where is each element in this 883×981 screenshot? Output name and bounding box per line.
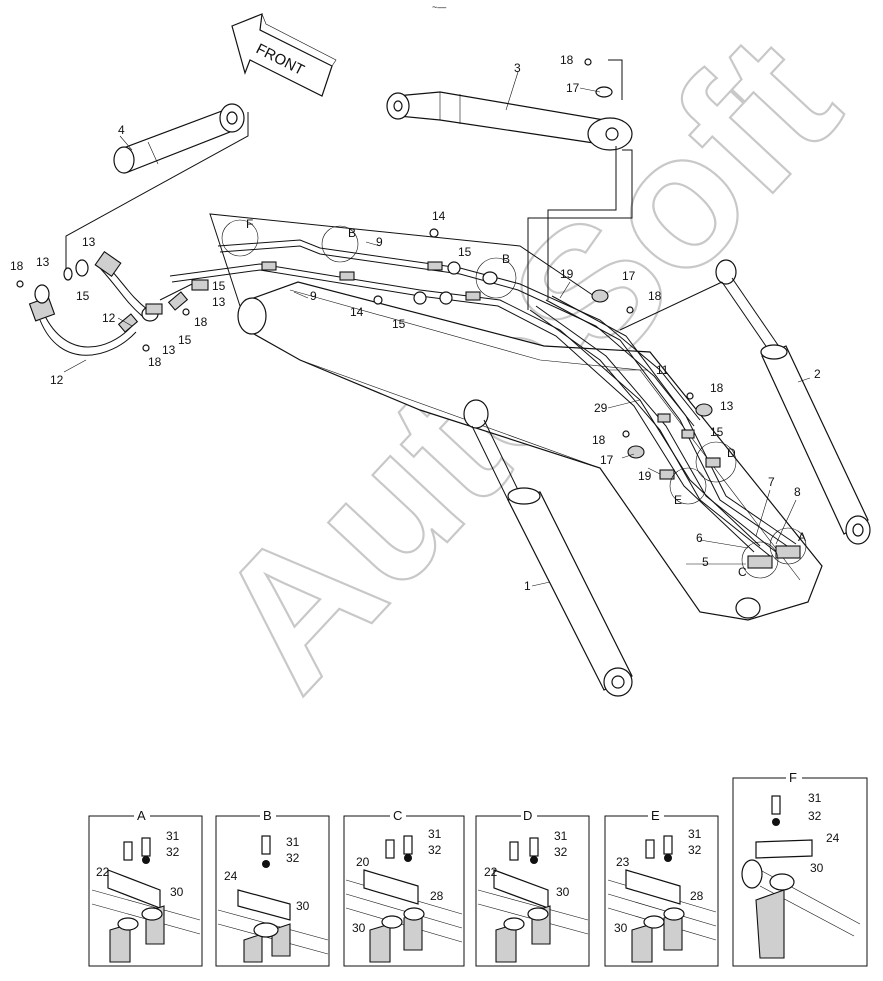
detail-e-label-31: 31: [688, 827, 702, 841]
detail-d-label-32: 32: [554, 845, 568, 859]
detail-a-title: A: [137, 808, 146, 823]
callout-12-a: 12: [102, 311, 116, 325]
callout-18-f: 18: [194, 315, 208, 329]
callout-6: 6: [696, 531, 703, 545]
callout-9-b: 9: [310, 289, 317, 303]
detail-d-title: D: [523, 808, 532, 823]
callout-18-c: 18: [592, 433, 606, 447]
section-markers: F B B D E A C: [221, 217, 807, 579]
callout-13-e: 13: [212, 295, 226, 309]
callout-13-d: 13: [162, 343, 176, 357]
detail-f-title: F: [789, 770, 797, 785]
detail-c-title: C: [393, 808, 402, 823]
clamps-fittings: [16, 58, 801, 569]
callout-3: 3: [514, 61, 521, 75]
detail-c-label-30: 30: [352, 921, 366, 935]
leader-lines: [63, 71, 811, 587]
detail-b-label-30: 30: [296, 899, 310, 913]
callout-18-e: 18: [148, 355, 162, 369]
callout-11: 11: [656, 363, 669, 377]
callout-1: 1: [524, 579, 531, 593]
detail-f: F 31 32 24 30: [732, 770, 868, 967]
callout-15-a: 15: [458, 245, 472, 259]
callout-5: 5: [702, 555, 709, 569]
marker-f: F: [246, 217, 253, 231]
detail-b: B 31 32 24 30: [215, 808, 330, 967]
callout-18-a: 18: [648, 289, 662, 303]
cylinder-3: [386, 59, 633, 310]
detail-c-label-31: 31: [428, 827, 442, 841]
detail-d-label-31: 31: [554, 829, 568, 843]
detail-b-title: B: [263, 808, 272, 823]
detail-c-label-20: 20: [356, 855, 370, 869]
callout-8: 8: [794, 485, 801, 499]
detail-c-label-32: 32: [428, 843, 442, 857]
detail-d-label-30: 30: [556, 885, 570, 899]
callout-4: 4: [118, 123, 125, 137]
callout-18-top: 18: [560, 53, 574, 67]
detail-b-label-24: 24: [224, 869, 238, 883]
callout-15-c: 15: [710, 425, 724, 439]
detail-f-label-30: 30: [810, 861, 824, 875]
detail-f-label-24: 24: [826, 831, 840, 845]
callout-13-a: 13: [720, 399, 734, 413]
callout-17-a: 17: [622, 269, 636, 283]
detail-f-label-31: 31: [808, 791, 822, 805]
hose-assembly-left: [28, 250, 201, 356]
top-mark: ~—: [432, 2, 446, 12]
callout-15-e: 15: [178, 333, 192, 347]
callout-18-b: 18: [710, 381, 724, 395]
callout-12-b: 12: [50, 373, 64, 387]
detail-e-label-23: 23: [616, 855, 630, 869]
callout-2: 2: [814, 367, 821, 381]
detail-c-label-28: 28: [430, 889, 444, 903]
callout-17-b: 17: [600, 453, 614, 467]
detail-a: A 31 32 22 30: [88, 808, 203, 967]
detail-e: E 31 32 23 28 30: [604, 808, 719, 967]
cylinder-4: [65, 103, 249, 270]
detail-e-title: E: [651, 808, 660, 823]
detail-a-label-31: 31: [166, 829, 180, 843]
callout-15-d: 15: [76, 289, 90, 303]
marker-c: C: [738, 565, 747, 579]
detail-d-label-22: 22: [484, 865, 498, 879]
detail-a-label-30: 30: [170, 885, 184, 899]
callout-7: 7: [768, 475, 775, 489]
detail-e-label-32: 32: [688, 843, 702, 857]
marker-b-2: B: [502, 252, 510, 266]
callout-14-b: 14: [350, 305, 364, 319]
detail-views: A 31 32 22 30 B 31: [88, 770, 868, 967]
callout-17-top: 17: [566, 81, 580, 95]
callouts: 4 3 18 17 2 1 14 15 9 9 14 15 19 17 18 1…: [10, 53, 821, 593]
detail-f-label-32: 32: [808, 809, 822, 823]
marker-d: D: [727, 446, 736, 460]
cylinder-2: [619, 259, 871, 545]
detail-d: D 31 32 22 30: [475, 808, 590, 967]
detail-e-label-28: 28: [690, 889, 704, 903]
detail-a-label-22: 22: [96, 865, 110, 879]
callout-13-b: 13: [82, 235, 96, 249]
callout-29: 29: [594, 401, 608, 415]
cylinder-1: [463, 399, 633, 697]
callout-15-b: 15: [392, 317, 406, 331]
detail-b-label-32: 32: [286, 851, 300, 865]
callout-15-f: 15: [212, 279, 226, 293]
marker-a: A: [798, 530, 806, 544]
detail-c: C 31 32 20 28 30: [343, 808, 465, 967]
marker-e: E: [674, 493, 682, 507]
front-arrow: FRONT: [231, 13, 337, 97]
callout-14-top: 14: [432, 209, 446, 223]
boom-body: [209, 213, 823, 621]
marker-b-1: B: [348, 226, 356, 240]
callout-13-c: 13: [36, 255, 50, 269]
detail-a-label-32: 32: [166, 845, 180, 859]
detail-e-label-30: 30: [614, 921, 628, 935]
callout-19-b: 19: [638, 469, 652, 483]
callout-9-a: 9: [376, 235, 383, 249]
callout-19-a: 19: [560, 267, 574, 281]
callout-18-d: 18: [10, 259, 24, 273]
detail-b-label-31: 31: [286, 835, 300, 849]
